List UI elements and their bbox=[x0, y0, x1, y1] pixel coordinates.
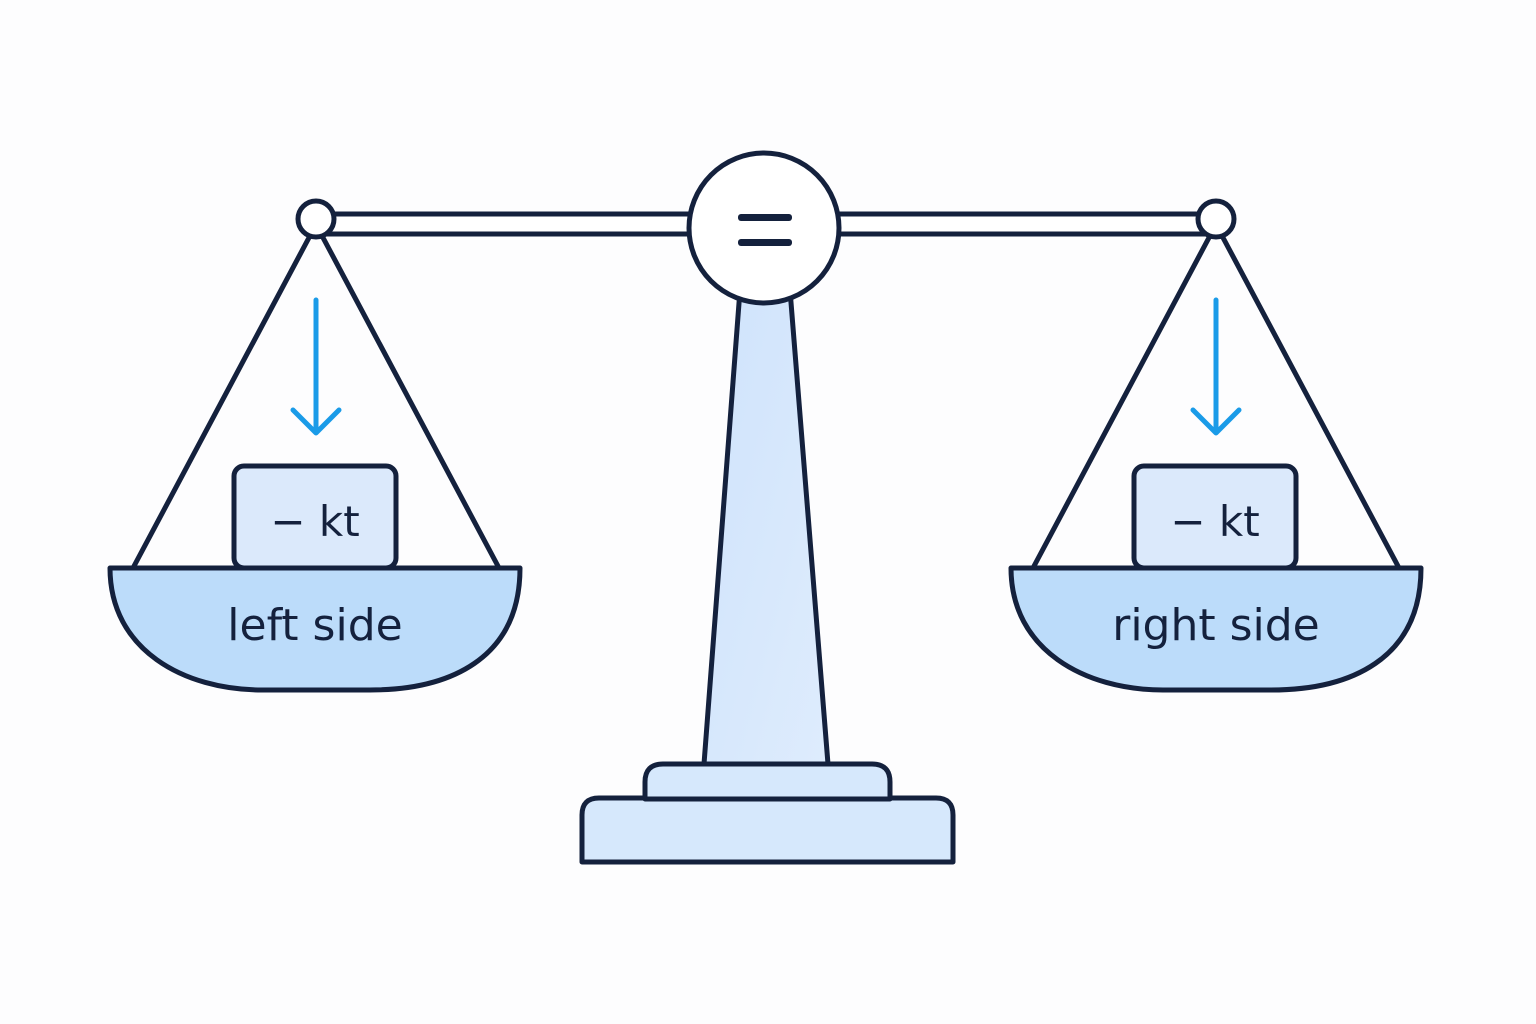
left-weight-block: − kt bbox=[231, 463, 399, 571]
left-weight-label: − kt bbox=[270, 497, 359, 546]
right-hanger bbox=[1030, 198, 1402, 571]
left-pan: left side bbox=[107, 565, 523, 693]
equals-circle bbox=[686, 150, 842, 306]
right-pan-label: right side bbox=[1112, 600, 1320, 651]
right-pan: right side bbox=[1008, 565, 1424, 693]
right-hanger-string-outer bbox=[1030, 229, 1215, 571]
base-lower-step bbox=[579, 795, 956, 865]
left-down-arrow-icon bbox=[290, 297, 342, 436]
right-pivot-ring bbox=[1195, 198, 1237, 240]
base-upper-step bbox=[642, 761, 893, 802]
right-down-arrow-icon bbox=[1190, 297, 1242, 436]
left-pivot-ring bbox=[295, 198, 337, 240]
equals-icon-top-bar bbox=[738, 214, 792, 221]
right-weight-label: − kt bbox=[1170, 497, 1259, 546]
equals-icon-bottom-bar bbox=[738, 239, 792, 246]
scale-pillar bbox=[701, 287, 831, 767]
left-pan-label: left side bbox=[227, 600, 402, 651]
scale-base bbox=[579, 761, 956, 865]
right-hanger-string-inner bbox=[1217, 229, 1402, 571]
left-hanger-string-outer bbox=[130, 229, 315, 571]
equals-medallion bbox=[686, 150, 842, 306]
left-hanger-string-inner bbox=[317, 229, 502, 571]
right-weight-block: − kt bbox=[1131, 463, 1299, 571]
left-hanger bbox=[130, 198, 502, 571]
